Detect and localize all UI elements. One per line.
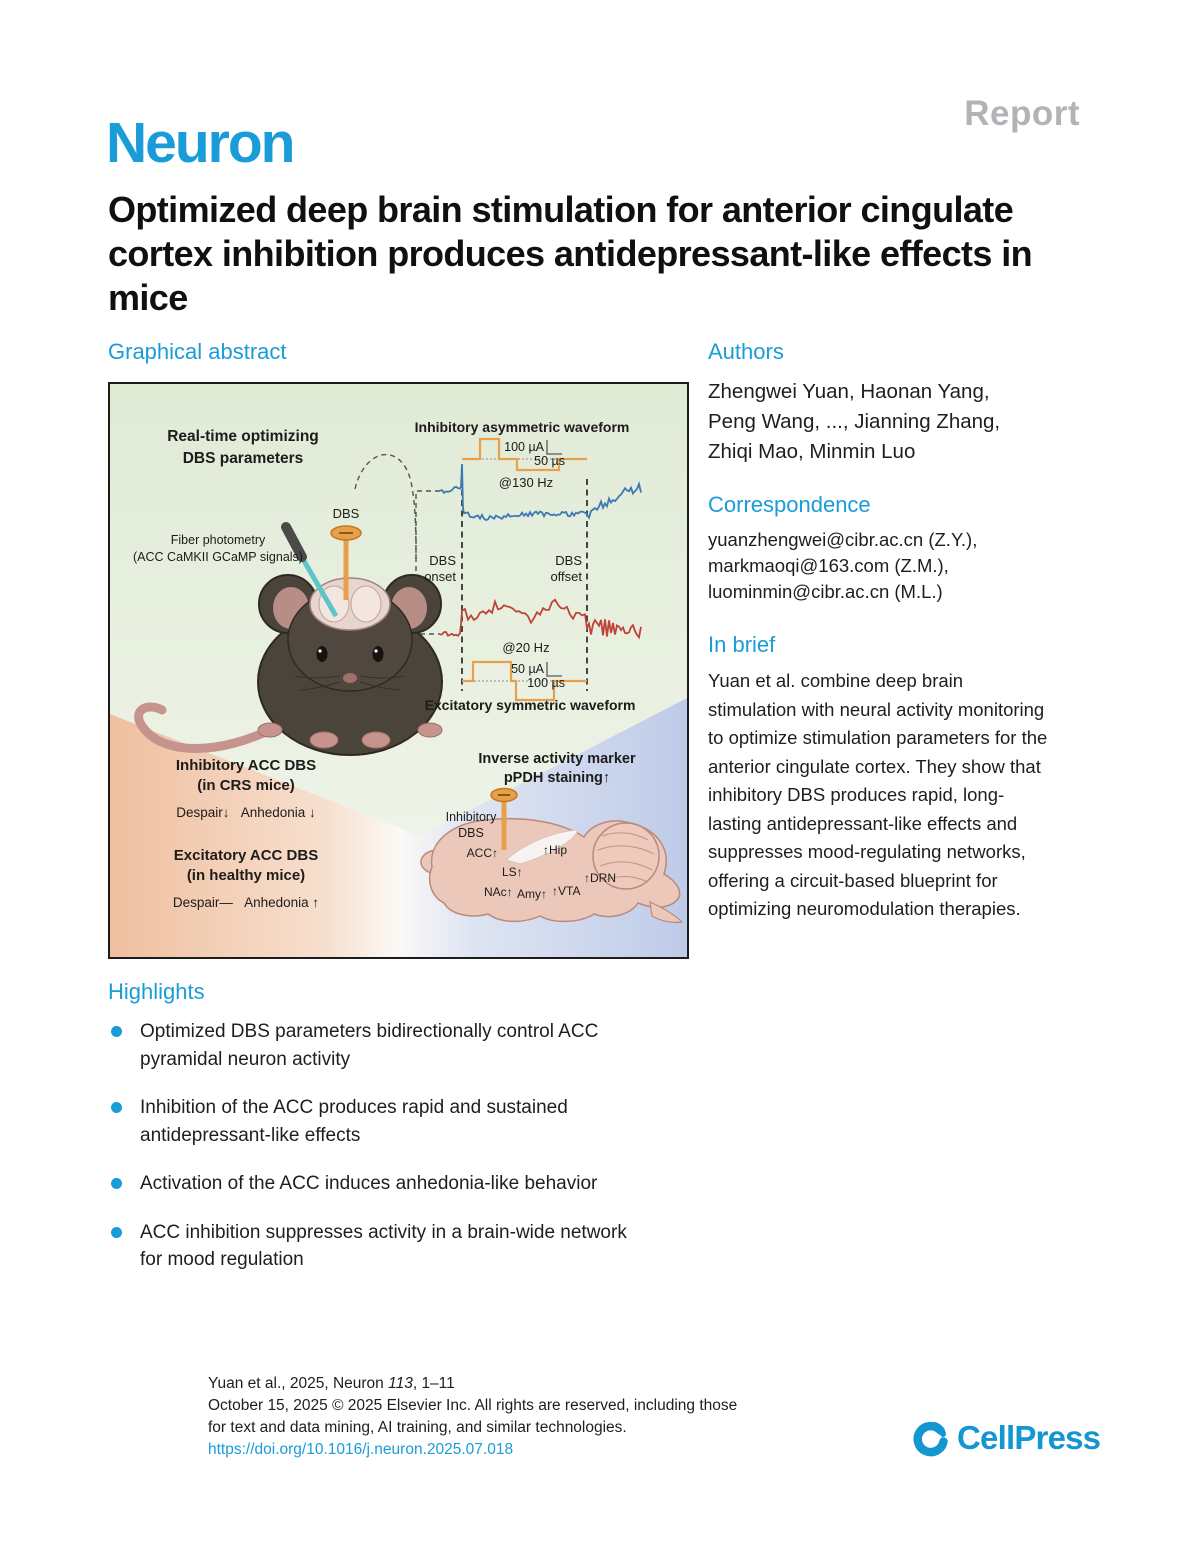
inhibitory-waveform-title: Inhibitory asymmetric waveform xyxy=(415,419,630,435)
region-label-ls: LS↑ xyxy=(502,865,523,879)
highlight-item: Activation of the ACC induces anhedonia-… xyxy=(108,1170,728,1198)
excitatory-panel-title-line2: (in healthy mice) xyxy=(187,867,305,884)
dashed-bracket xyxy=(415,490,440,635)
volume-number: 113 xyxy=(388,1375,413,1392)
copyright-line: October 15, 2025 © 2025 Elsevier Inc. Al… xyxy=(208,1397,738,1414)
inhibitory-dbs-label-line1: Inhibitory xyxy=(446,810,497,824)
author-line: Zhengwei Yuan, Haonan Yang, xyxy=(708,380,990,403)
corpus-callosum xyxy=(504,829,579,865)
cellpress-logo: CellPress xyxy=(910,1418,1101,1458)
scale-bar xyxy=(546,662,562,677)
cerebellum xyxy=(592,822,660,890)
mouse-illustration xyxy=(134,522,443,756)
inhibitory-amplitude-label: 100 µA xyxy=(504,440,545,454)
correspondence-email: luominmin@cibr.ac.cn (M.L.) xyxy=(708,581,943,602)
inhibited-calcium-trace xyxy=(439,463,642,521)
fiber-label-line1: Fiber photometry xyxy=(171,533,266,547)
region-label-drn: ↑DRN xyxy=(584,871,616,885)
graphical-abstract-figure: Real-time optimizing DBS parameters DBS … xyxy=(108,382,689,959)
mouse-nose xyxy=(343,673,357,683)
author-line: Peng Wang, ..., Jianning Zhang, xyxy=(708,410,1001,433)
mouse-whiskers xyxy=(294,675,406,691)
inhibitory-dbs-label-line2: DBS xyxy=(458,826,484,840)
article-type-label: Report xyxy=(964,94,1080,133)
dbs-electrode-label: DBS xyxy=(333,506,360,521)
region-label-hip: ↑Hip xyxy=(543,843,567,857)
excitatory-amplitude-label: 50 µA xyxy=(511,662,545,676)
dbs-onset-label-line1: DBS xyxy=(429,553,456,568)
mouse-tail xyxy=(134,702,283,753)
right-column: Authors Zhengwei Yuan, Haonan Yang, Peng… xyxy=(708,339,1138,924)
photometry-fiber xyxy=(297,552,339,618)
article-title: Optimized deep brain stimulation for ant… xyxy=(108,189,1033,318)
excitatory-panel-title-line1: Excitatory ACC DBS xyxy=(174,847,318,864)
author-line: Zhiqi Mao, Minmin Luo xyxy=(708,440,916,463)
fiber-connector xyxy=(281,522,307,562)
excitatory-panel-effects: Despair— Anhedonia ↑ xyxy=(173,895,319,910)
correspondence-list: yuanzhengwei@cibr.ac.cn (Z.Y.), markmaoq… xyxy=(708,527,1138,605)
correspondence-heading: Correspondence xyxy=(708,492,871,517)
inhibitory-pulsewidth-label: 50 µs xyxy=(534,454,565,468)
journal-logo: Neuron xyxy=(106,111,295,175)
correspondence-email: markmaoqi@163.com (Z.M.), xyxy=(708,555,949,576)
graphical-abstract-svg: Real-time optimizing DBS parameters DBS … xyxy=(110,384,687,957)
in-brief-heading: In brief xyxy=(708,632,776,657)
mouse-left-eye xyxy=(316,646,328,662)
excitatory-frequency-label: @20 Hz xyxy=(502,640,549,655)
highlight-item: Optimized DBS parameters bidirectionally… xyxy=(108,1018,728,1073)
region-label-acc: ACC↑ xyxy=(467,846,498,860)
excitatory-waveform-title: Excitatory symmetric waveform xyxy=(425,697,636,713)
fiber-label-line2: (ACC CaMKII GCaMP signals) xyxy=(133,550,303,564)
dbs-offset-label-line1: DBS xyxy=(555,553,582,568)
cellpress-logo-text: CellPress xyxy=(957,1419,1101,1456)
dbs-onset-label-line2: onset xyxy=(424,569,456,584)
bullet-icon xyxy=(111,1026,122,1037)
highlight-item: ACC inhibition suppresses activity in a … xyxy=(108,1219,728,1274)
realtime-label-line2: DBS parameters xyxy=(183,450,304,467)
bullet-icon xyxy=(111,1178,122,1189)
authors-heading: Authors xyxy=(708,339,784,364)
cerebellum-folds xyxy=(597,832,655,883)
cellpress-logo-icon xyxy=(913,1421,948,1457)
highlights-section: Highlights Optimized DBS parameters bidi… xyxy=(108,979,728,1274)
scale-bar xyxy=(546,440,562,455)
brain-diagram xyxy=(420,787,684,923)
region-label-nac: NAc↑ xyxy=(484,885,513,899)
realtime-label-line1: Real-time optimizing xyxy=(167,428,319,445)
in-brief-text: Yuan et al. combine deep brain stimulati… xyxy=(708,670,1048,919)
citation-line: Yuan et al., 2025, Neuron 113, 1–11 xyxy=(208,1375,455,1392)
graphical-abstract-heading: Graphical abstract xyxy=(108,339,287,364)
citation-footer: Yuan et al., 2025, Neuron 113, 1–11 Octo… xyxy=(208,1373,848,1461)
inhibitory-frequency-label: @130 Hz xyxy=(499,475,553,490)
mouse-right-eye xyxy=(372,646,384,662)
excited-calcium-trace xyxy=(439,598,642,640)
dashed-connector-curve xyxy=(354,454,417,563)
inhibitory-panel-title-line2: (in CRS mice) xyxy=(197,777,295,794)
author-list: Zhengwei Yuan, Haonan Yang, Peng Wang, .… xyxy=(708,377,1138,467)
doi-link[interactable]: https://doi.org/10.1016/j.neuron.2025.07… xyxy=(208,1441,514,1458)
highlights-heading: Highlights xyxy=(108,979,205,1004)
inhibitory-panel-title-line1: Inhibitory ACC DBS xyxy=(176,757,316,774)
highlight-item: Inhibition of the ACC produces rapid and… xyxy=(108,1094,728,1149)
dbs-offset-label-line2: offset xyxy=(550,569,582,584)
brainstem xyxy=(649,901,684,923)
brain-panel-title-line2: pPDH staining↑ xyxy=(504,770,610,786)
region-label-amy: Amy↑ xyxy=(517,887,547,901)
excitatory-pulsewidth-label: 100 µs xyxy=(527,676,565,690)
bullet-icon xyxy=(111,1226,122,1238)
bullet-icon xyxy=(111,1102,122,1113)
brain-panel-title-line1: Inverse activity marker xyxy=(478,751,636,767)
symmetric-waveform xyxy=(462,660,587,702)
inhibitory-panel-effects: Despair↓ Anhedonia ↓ xyxy=(176,805,316,820)
correspondence-email: yuanzhengwei@cibr.ac.cn (Z.Y.), xyxy=(708,529,978,550)
region-label-vta: ↑VTA xyxy=(552,884,580,898)
copyright-line: for text and data mining, AI training, a… xyxy=(208,1419,627,1436)
asymmetric-waveform xyxy=(462,437,587,472)
